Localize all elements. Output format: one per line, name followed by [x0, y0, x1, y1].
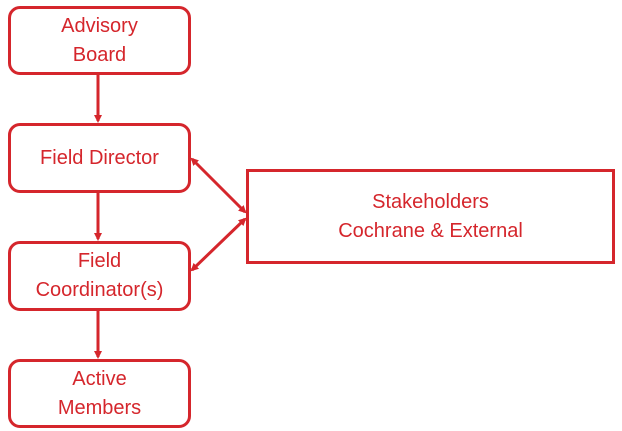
node-advisory-board: Advisory Board: [8, 6, 191, 75]
arrow-director-stakeholders: [190, 157, 247, 214]
arrow-coordinator-stakeholders: [190, 217, 247, 272]
node-field-director: Field Director: [8, 123, 191, 193]
node-active-members: Active Members: [8, 359, 191, 428]
node-field-coordinator: Field Coordinator(s): [8, 241, 191, 311]
node-stakeholders: Stakeholders Cochrane & External: [246, 169, 615, 264]
